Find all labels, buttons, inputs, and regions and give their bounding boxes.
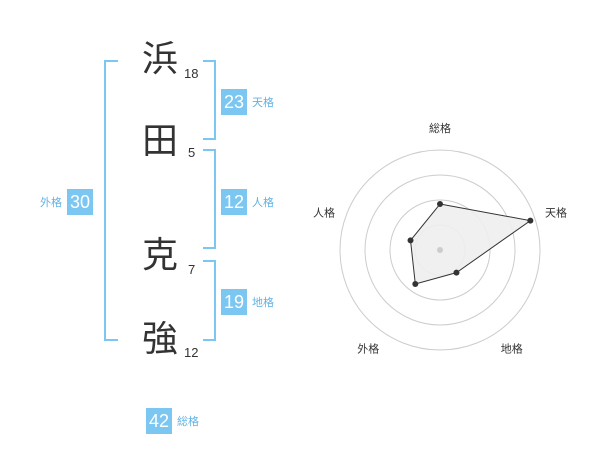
soukaku-value: 42 [146,408,172,434]
name-char-1: 浜 [141,39,178,80]
stroke-count-1: 18 [184,66,199,81]
name-char-3: 克 [141,235,178,276]
jinkaku-label: 人格 [252,196,274,209]
tenkaku-label: 天格 [252,96,274,109]
soukaku-badge: 42 総格 [146,408,199,434]
radar-axis-label-2: 天格 [545,205,567,219]
name-char-2: 田 [141,121,178,162]
chikaku-value: 19 [221,289,247,315]
tenkaku-value: 23 [221,89,247,115]
gaikaku-value: 30 [67,189,93,215]
jinkaku-bracket [203,149,216,249]
radar-center-dot [437,247,443,253]
chikaku-bracket [203,260,216,341]
gaikaku-bracket [104,60,118,341]
radar-axis-label-3: 地格 [501,342,523,356]
gaikaku-badge: 外格 30 [40,189,93,215]
radar-point-4 [412,280,419,287]
radar-point-1 [437,201,443,207]
tenkaku-badge: 23 天格 [221,89,274,115]
radar-axis-label-4: 外格 [357,342,379,356]
stroke-count-2: 5 [188,145,196,160]
tenkaku-bracket [203,60,216,140]
radar-point-3 [453,269,460,276]
gaikaku-label: 外格 [40,196,62,209]
radar-area [409,203,532,285]
radar-axis-label-1: 総格 [429,121,451,135]
jinkaku-badge: 12 人格 [221,189,274,215]
stroke-count-3: 7 [188,262,196,277]
radar-point-5 [407,237,414,244]
radar-ring-3 [364,174,516,326]
chikaku-badge: 19 地格 [221,289,274,315]
soukaku-label: 総格 [177,415,199,428]
radar-ring-2 [389,199,491,301]
radar-ring-4 [339,149,541,351]
stroke-count-4: 12 [184,345,199,360]
name-char-4: 強 [141,319,178,360]
chikaku-label: 地格 [252,296,274,309]
radar-axis-label-5: 人格 [313,205,335,219]
radar-point-2 [527,217,534,224]
jinkaku-value: 12 [221,189,247,215]
